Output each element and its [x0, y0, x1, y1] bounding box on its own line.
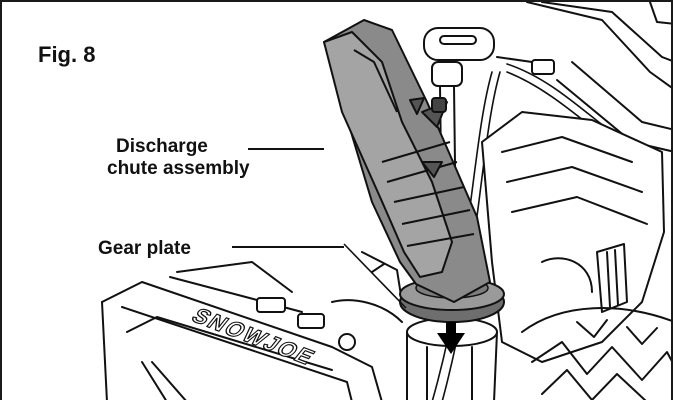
brand-name: SNOWJOE	[187, 304, 321, 369]
figure-label: Fig. 8	[38, 42, 96, 67]
auger-housing	[101, 261, 403, 400]
engine-housing	[481, 111, 665, 363]
callout-line: Gear plate	[98, 238, 191, 259]
discharge-chute	[323, 19, 491, 303]
discharge-chute-callout: Discharge chute assembly	[107, 136, 250, 180]
gear-plate-leader	[232, 246, 344, 248]
gear-plate-callout: Gear plate	[98, 238, 191, 260]
callout-line: Discharge	[116, 136, 208, 157]
handle-bar	[526, 2, 671, 153]
down-arrow-icon	[437, 322, 465, 354]
discharge-chute-leader	[248, 148, 324, 150]
leader-line	[343, 243, 407, 309]
auger	[521, 307, 671, 400]
callout-line: chute assembly	[107, 158, 250, 179]
